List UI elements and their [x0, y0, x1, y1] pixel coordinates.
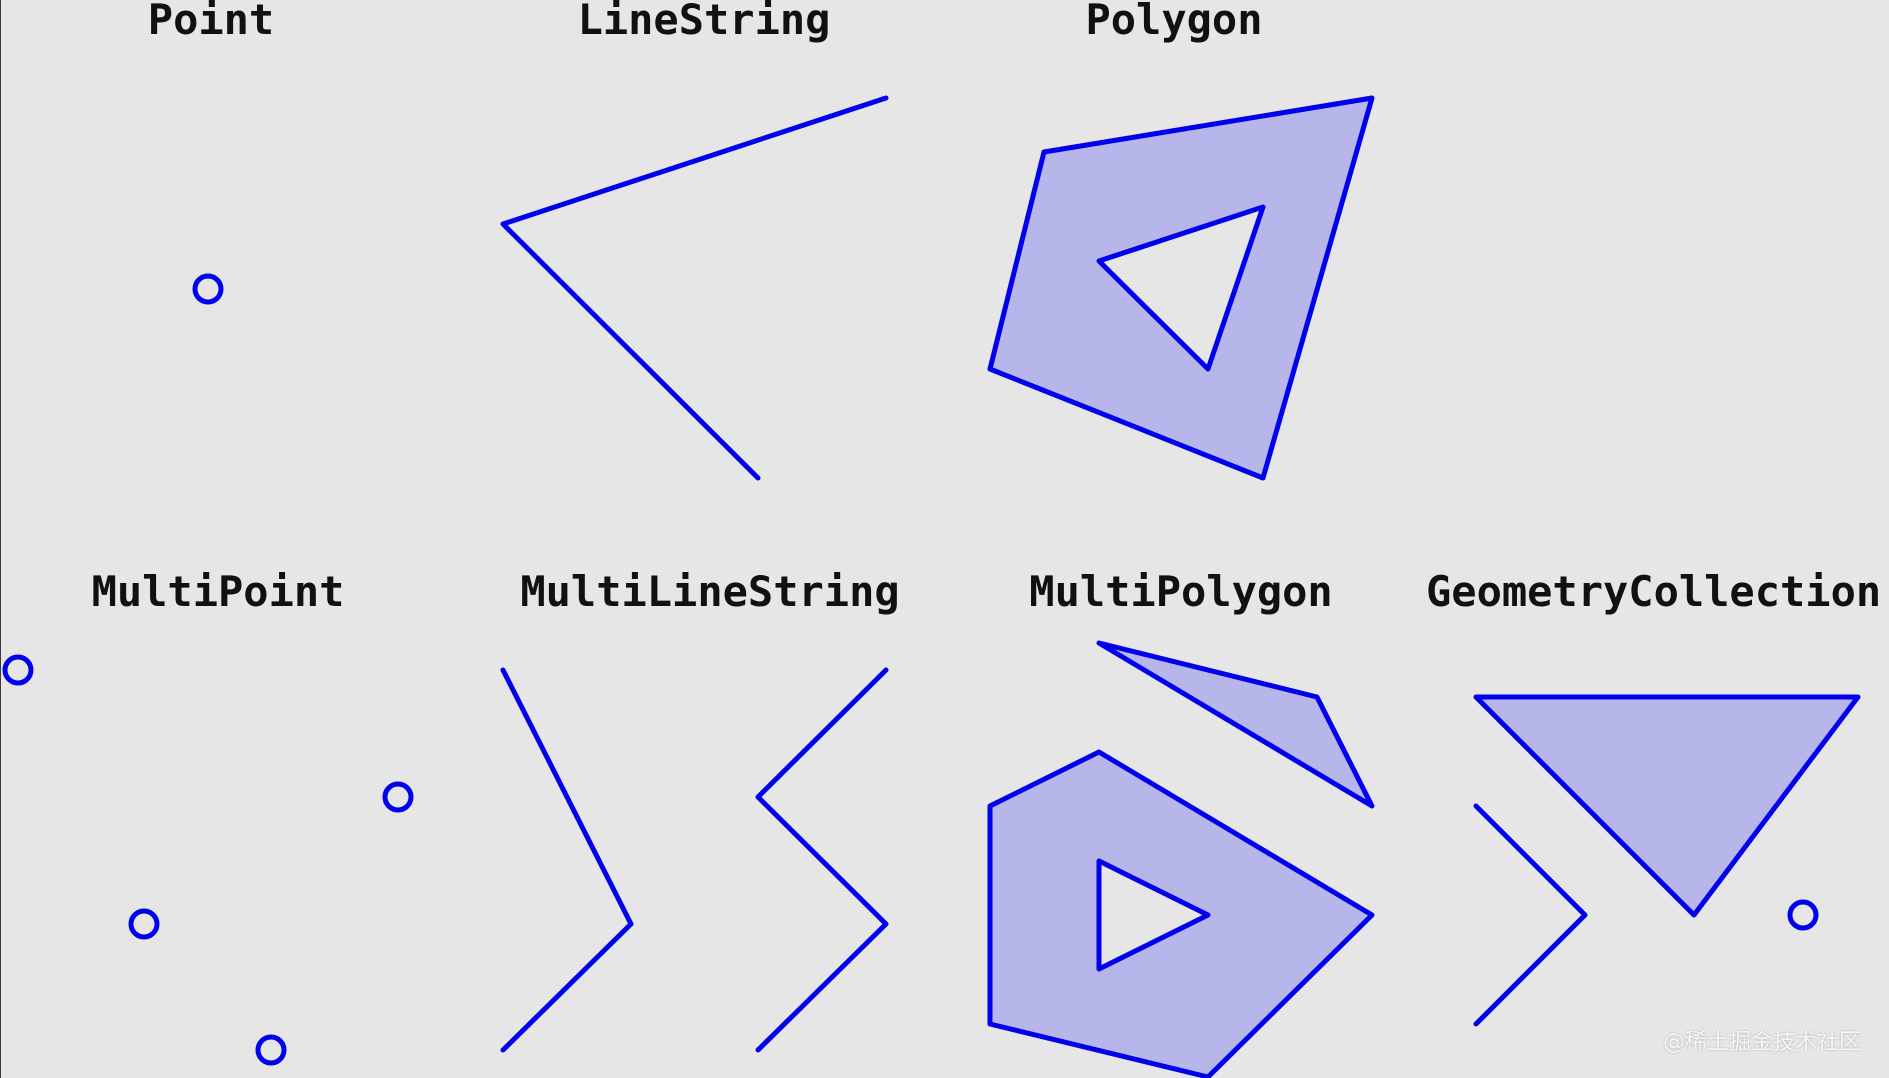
- title-polygon: Polygon: [1085, 0, 1262, 44]
- multipoint-geometry: [2, 654, 414, 1066]
- collection-line: [1473, 803, 1588, 1027]
- title-multipoint: MultiPoint: [92, 567, 345, 616]
- multilinestring-geometry: [500, 667, 889, 1053]
- multipolygon-hexagon-with-hole: [987, 749, 1375, 1078]
- linestring-line: [500, 95, 889, 481]
- collection-triangle: [1473, 694, 1861, 918]
- multipoint-marker: [382, 781, 414, 813]
- point-marker: [192, 273, 224, 305]
- multilinestring-line-2: [755, 667, 889, 1053]
- title-linestring: LineString: [578, 0, 831, 44]
- multipolygon-triangle: [1096, 640, 1375, 809]
- multilinestring-line-1: [500, 667, 634, 1053]
- geometrycollection-geometry: [1473, 694, 1861, 1027]
- multipoint-marker: [2, 654, 34, 686]
- multipolygon-geometry: [987, 640, 1375, 1078]
- title-geometrycollection: GeometryCollection: [1426, 567, 1881, 616]
- watermark: @稀土掘金技术社区: [1662, 1030, 1861, 1055]
- polygon-geometry: [987, 95, 1375, 481]
- title-point: Point: [148, 0, 274, 44]
- point-geometry: [192, 273, 224, 305]
- polygon-with-hole: [987, 95, 1375, 481]
- title-multipolygon: MultiPolygon: [1029, 567, 1332, 616]
- title-multilinestring: MultiLineString: [520, 567, 899, 616]
- linestring-geometry: [500, 95, 889, 481]
- multipoint-marker: [128, 908, 160, 940]
- multipoint-marker: [255, 1034, 287, 1066]
- collection-point: [1787, 899, 1819, 931]
